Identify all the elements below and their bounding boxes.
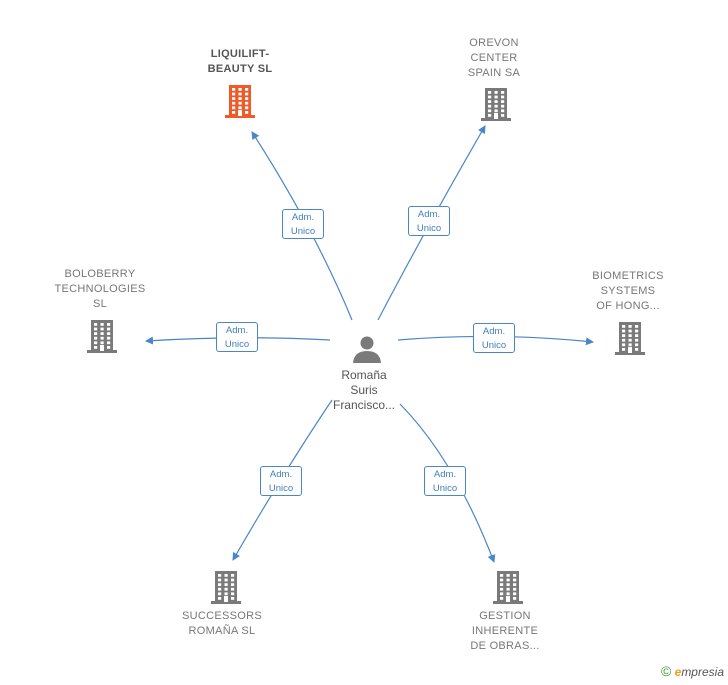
relation-label-line: Adm. — [433, 469, 457, 480]
person-icon[interactable] — [353, 336, 381, 364]
company-name-line: TECHNOLOGIES — [54, 283, 146, 295]
building-icon-orevon[interactable] — [481, 88, 511, 121]
relation-label-line: Unico — [290, 226, 316, 237]
relation-label-line: Unico — [416, 223, 442, 234]
relation-badge-boloberry[interactable]: Adm. Unico — [216, 322, 258, 352]
relation-badge-liquilift[interactable]: Adm. Unico — [282, 209, 324, 239]
company-name-line: BOLOBERRY — [64, 268, 136, 280]
company-name-line: LIQUILIFT- — [210, 48, 270, 60]
company-name-line: GESTION — [479, 610, 531, 622]
company-name-line: OF HONG... — [596, 300, 660, 312]
person-name-line: Francisco... — [332, 398, 395, 412]
company-name-line: ROMAÑA SL — [188, 625, 256, 637]
building-icon-liquilift[interactable] — [225, 85, 255, 118]
relation-label-line: Adm. — [269, 469, 293, 480]
empresia-logo: © empresia — [661, 663, 724, 679]
company-label-orevon[interactable]: OREVON CENTER SPAIN SA — [434, 36, 554, 81]
person-name-line: Suris — [350, 383, 378, 397]
relation-badge-biometrics[interactable]: Adm. Unico — [473, 323, 515, 353]
brand-name: mpresia — [681, 665, 724, 679]
company-name-line: BIOMETRICS — [592, 270, 664, 282]
relation-badge-orevon[interactable]: Adm. Unico — [408, 206, 450, 236]
company-label-biometrics[interactable]: BIOMETRICS SYSTEMS OF HONG... — [568, 269, 688, 314]
company-name-line: SYSTEMS — [600, 285, 656, 297]
building-icon-successors[interactable] — [211, 571, 241, 604]
building-icon-boloberry[interactable] — [87, 320, 117, 353]
relation-label-line: Adm. — [482, 326, 506, 337]
company-name-line: SUCCESSORS — [181, 610, 263, 622]
relation-label-line: Unico — [268, 483, 294, 494]
relation-label-line: Unico — [224, 339, 250, 350]
relation-badge-gestion[interactable]: Adm. Unico — [424, 466, 466, 496]
relation-label-line: Adm. — [225, 325, 249, 336]
company-name-line: DE OBRAS... — [470, 640, 540, 652]
company-name-line: BEAUTY SL — [207, 63, 273, 75]
relation-label-line: Adm. — [417, 209, 441, 220]
company-label-liquilift[interactable]: LIQUILIFT- BEAUTY SL — [180, 47, 300, 77]
relation-label-line: Adm. — [291, 212, 315, 223]
company-name-line: CENTER — [470, 52, 518, 64]
brand-initial: e — [674, 665, 682, 679]
relation-label-line: Unico — [432, 483, 458, 494]
company-name-line: OREVON — [469, 37, 519, 49]
company-label-successors[interactable]: SUCCESSORS ROMAÑA SL — [162, 609, 282, 639]
relation-label-line: Unico — [481, 340, 507, 351]
copyright-symbol: © — [660, 663, 672, 679]
company-name-line: SL — [92, 298, 108, 310]
company-label-boloberry[interactable]: BOLOBERRY TECHNOLOGIES SL — [40, 267, 160, 312]
company-name-line: SPAIN SA — [467, 67, 521, 79]
building-icon-gestion[interactable] — [493, 571, 523, 604]
company-name-line: INHERENTE — [471, 625, 539, 637]
relation-badge-successors[interactable]: Adm. Unico — [260, 466, 302, 496]
building-icon-biometrics[interactable] — [615, 322, 645, 355]
company-label-gestion[interactable]: GESTION INHERENTE DE OBRAS... — [445, 609, 565, 654]
person-name-line: Romaña — [341, 368, 387, 382]
